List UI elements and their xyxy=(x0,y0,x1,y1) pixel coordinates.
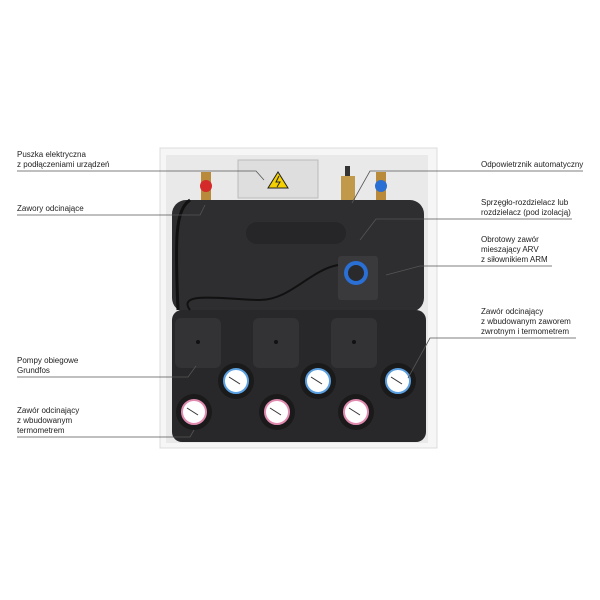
thermometer-red xyxy=(259,394,295,430)
thermometer-blue xyxy=(218,363,254,399)
label-shutoff-valves: Zawory odcinające xyxy=(17,204,84,213)
leader-lines xyxy=(17,170,583,438)
label-air-vent: Odpowietrznik automatyczny xyxy=(481,160,584,169)
grundfos-pump xyxy=(331,318,377,368)
grundfos-pump xyxy=(253,318,299,368)
red-shutoff-valve xyxy=(200,180,212,192)
thermometer-blue xyxy=(300,363,336,399)
thermometer-red xyxy=(176,394,212,430)
thermometer-red xyxy=(338,394,374,430)
thermometer-blue xyxy=(380,363,416,399)
grundfos-pump xyxy=(175,318,221,368)
separator-insulation xyxy=(172,200,424,312)
air-vent xyxy=(341,176,355,200)
blue-shutoff-valve xyxy=(375,180,387,192)
warning-icon xyxy=(267,171,289,189)
